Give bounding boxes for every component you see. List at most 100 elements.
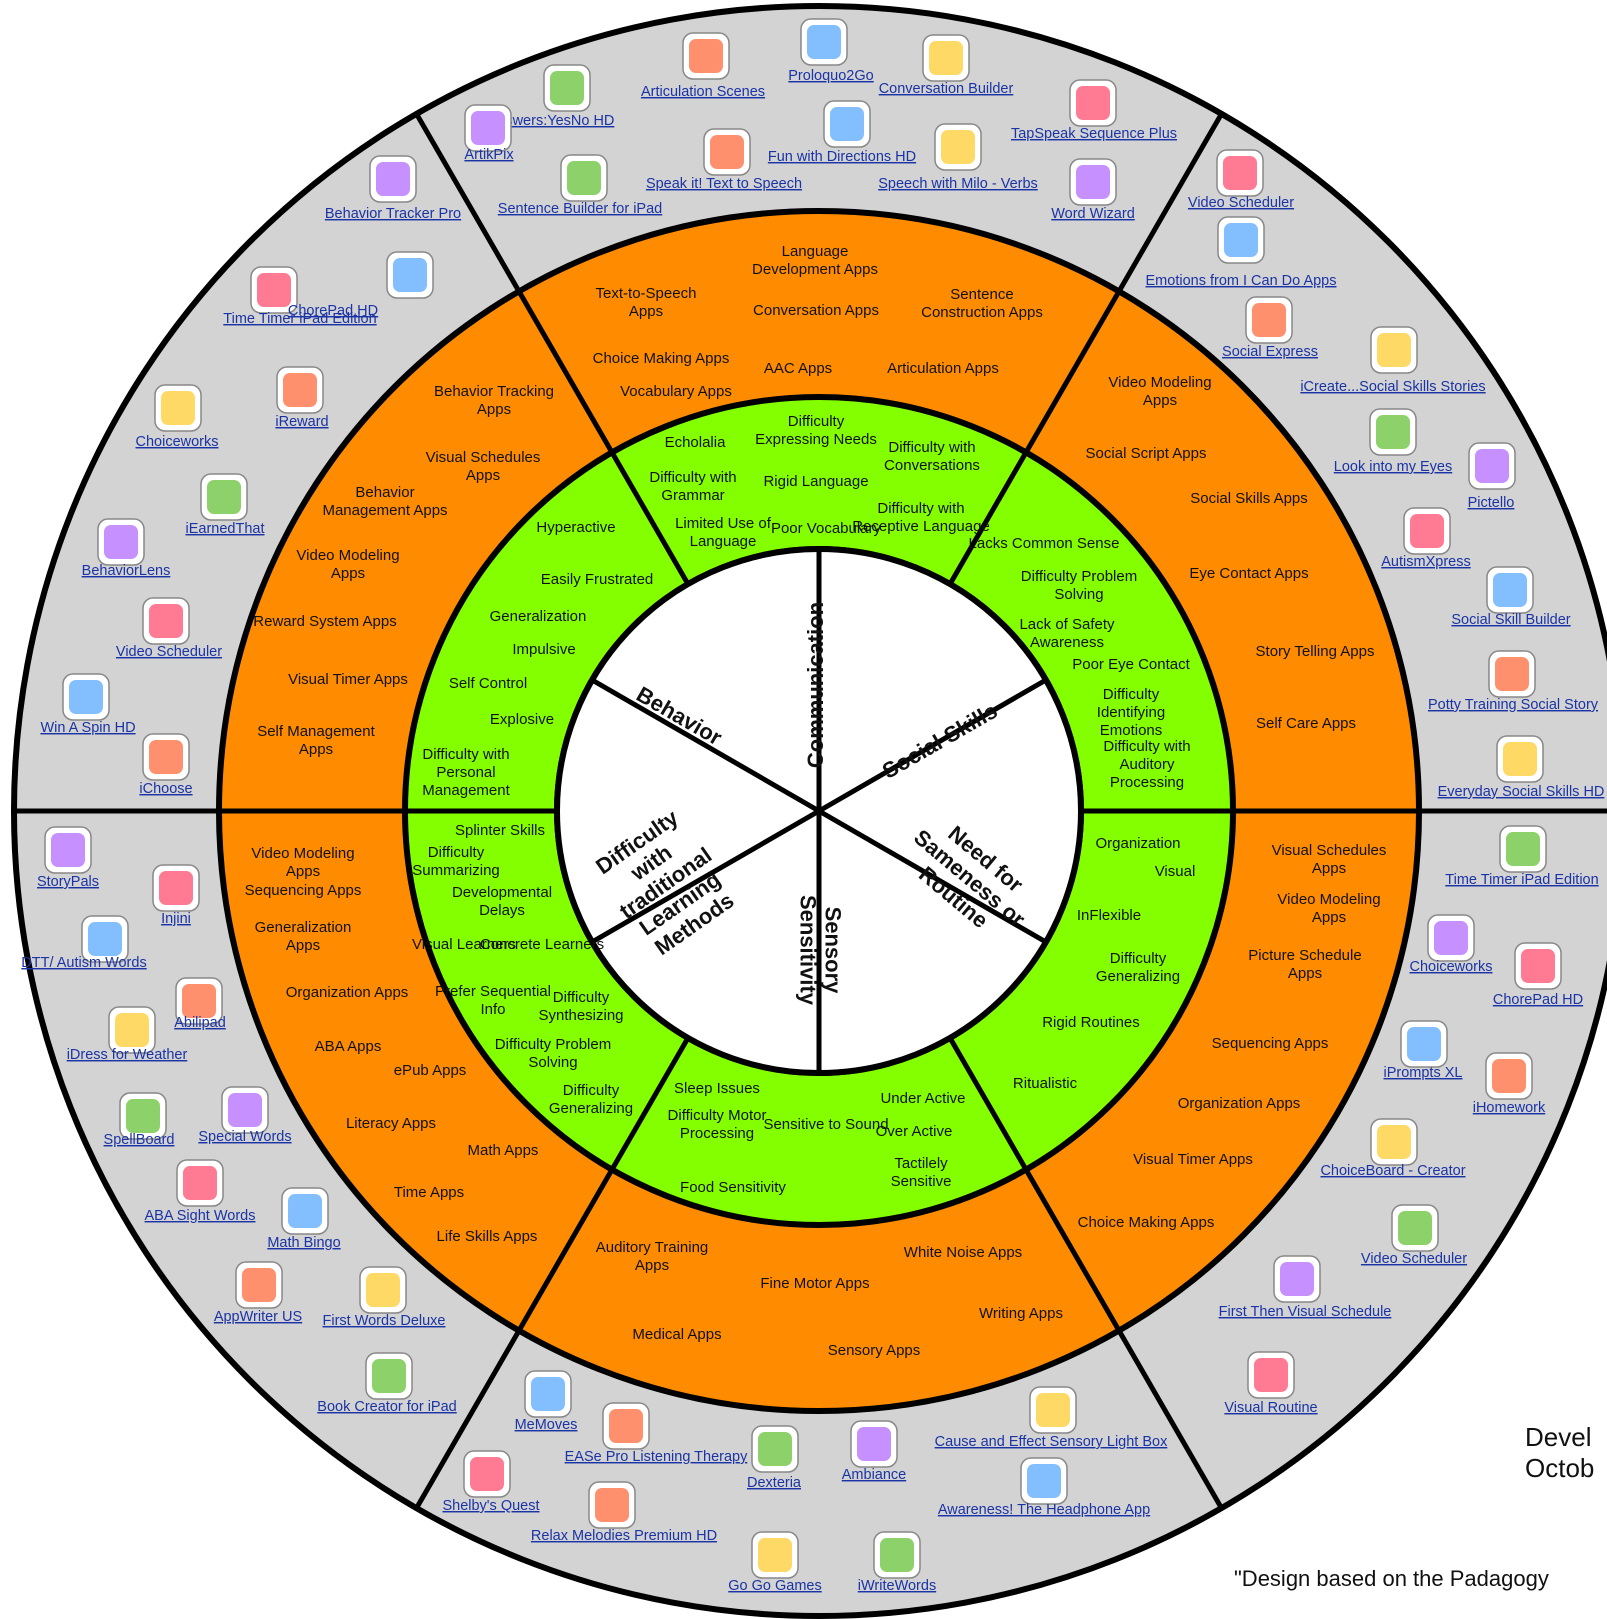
- app-speak-it-text-to-speech[interactable]: Speak it! Text to Speech: [646, 128, 802, 192]
- app-link-label[interactable]: Book Creator for iPad: [317, 1399, 456, 1415]
- app-link-label[interactable]: Social Express: [1222, 344, 1318, 360]
- app-ihomework[interactable]: iHomework: [1473, 1052, 1546, 1116]
- app-look-into-my-eyes[interactable]: Look into my Eyes: [1334, 408, 1452, 475]
- app-link-label[interactable]: Abilipad: [174, 1015, 226, 1031]
- app-conversation-builder[interactable]: Conversation Builder: [879, 34, 1014, 97]
- app-behaviorlens[interactable]: BehaviorLens: [82, 518, 171, 579]
- app-link-label[interactable]: ArtikPix: [464, 147, 514, 163]
- app-link-label[interactable]: iChoose: [139, 781, 192, 797]
- app-book-creator-for-ipad[interactable]: Book Creator for iPad: [317, 1352, 457, 1415]
- app-link-label[interactable]: iCreate...Social Skills Stories: [1300, 379, 1485, 395]
- app-video-scheduler[interactable]: Video Scheduler: [116, 597, 222, 660]
- app-link-label[interactable]: Pictello: [1468, 495, 1515, 511]
- app-cause-and-effect-sensory-light-box[interactable]: Cause and Effect Sensory Light Box: [935, 1386, 1168, 1450]
- app-storypals[interactable]: StoryPals: [37, 826, 99, 890]
- app-speech-with-milo-verbs[interactable]: Speech with Milo - Verbs: [878, 123, 1038, 192]
- app-link-label[interactable]: Relax Melodies Premium HD: [531, 1528, 717, 1544]
- app-first-words-deluxe[interactable]: First Words Deluxe: [322, 1266, 446, 1329]
- app-spellboard[interactable]: SpellBoard: [104, 1092, 175, 1148]
- app-link-label[interactable]: DTT/ Autism Words: [21, 955, 146, 971]
- app-special-words[interactable]: Special Words: [198, 1086, 292, 1145]
- app-dtt-autism-words[interactable]: DTT/ Autism Words: [21, 915, 147, 971]
- app-aba-sight-words[interactable]: ABA Sight Words: [145, 1159, 256, 1224]
- app-appwriter-us[interactable]: AppWriter US: [214, 1261, 302, 1325]
- app-link-label[interactable]: Awareness! The Headphone App: [938, 1502, 1150, 1518]
- app-link-label[interactable]: Video Scheduler: [1361, 1251, 1467, 1267]
- app-everyday-social-skills-hd[interactable]: Everyday Social Skills HD: [1438, 735, 1605, 800]
- app-answers-yesno-hd[interactable]: Answers:YesNo HD: [488, 64, 615, 129]
- app-word-wizard[interactable]: Word Wizard: [1051, 158, 1135, 222]
- app-artikpix[interactable]: ArtikPix: [464, 104, 514, 163]
- app-ichoose[interactable]: iChoose: [139, 733, 193, 797]
- app-video-scheduler[interactable]: Video Scheduler: [1188, 149, 1294, 211]
- app-iprompts-xl[interactable]: iPrompts XL: [1384, 1020, 1463, 1081]
- app-link-label[interactable]: Proloquo2Go: [788, 68, 873, 84]
- app-link-label[interactable]: First Then Visual Schedule: [1219, 1304, 1392, 1320]
- app-chorepad-hd[interactable]: ChorePad HD: [1493, 942, 1583, 1008]
- app-link-label[interactable]: Answers:YesNo HD: [488, 113, 615, 129]
- app-link-label[interactable]: Visual Routine: [1224, 1400, 1317, 1416]
- app-link-label[interactable]: ABA Sight Words: [145, 1208, 256, 1224]
- app-link-label[interactable]: Sentence Builder for iPad: [498, 201, 662, 217]
- app-link-label[interactable]: First Words Deluxe: [322, 1313, 445, 1329]
- app-link-label[interactable]: Choiceworks: [1410, 959, 1493, 975]
- app-social-express[interactable]: Social Express: [1222, 296, 1318, 360]
- app-potty-training-social-story[interactable]: Potty Training Social Story: [1428, 650, 1599, 713]
- app-ease-pro-listening-therapy[interactable]: EASe Pro Listening Therapy: [565, 1402, 748, 1465]
- app-emotions-from-i-can-do-apps[interactable]: Emotions from I Can Do Apps: [1146, 216, 1337, 289]
- app-link-label[interactable]: ChorePad HD: [288, 303, 378, 319]
- app-awareness-the-headphone-app[interactable]: Awareness! The Headphone App: [938, 1457, 1150, 1518]
- app-iwritewords[interactable]: iWriteWords: [858, 1531, 936, 1594]
- app-link-label[interactable]: Speech with Milo - Verbs: [878, 176, 1038, 192]
- app-link-label[interactable]: AppWriter US: [214, 1309, 302, 1325]
- app-link-label[interactable]: Injini: [161, 911, 191, 927]
- app-link-label[interactable]: ChoiceBoard - Creator: [1320, 1163, 1465, 1179]
- app-sentence-builder-for-ipad[interactable]: Sentence Builder for iPad: [498, 154, 662, 217]
- app-link-label[interactable]: TapSpeak Sequence Plus: [1011, 126, 1177, 142]
- app-shelby-s-quest[interactable]: Shelby's Quest: [442, 1450, 540, 1514]
- app-tapspeak-sequence-plus[interactable]: TapSpeak Sequence Plus: [1011, 79, 1177, 142]
- app-chorepad-hd[interactable]: ChorePad HD: [288, 251, 434, 319]
- app-link-label[interactable]: Dexteria: [747, 1475, 802, 1491]
- app-link-label[interactable]: Look into my Eyes: [1334, 459, 1452, 475]
- app-link-label[interactable]: Behavior Tracker Pro: [325, 206, 461, 222]
- app-math-bingo[interactable]: Math Bingo: [267, 1187, 341, 1251]
- app-dexteria[interactable]: Dexteria: [747, 1425, 802, 1491]
- app-link-label[interactable]: Ambiance: [842, 1467, 906, 1483]
- app-link-label[interactable]: StoryPals: [37, 874, 99, 890]
- app-visual-routine[interactable]: Visual Routine: [1224, 1351, 1318, 1416]
- app-link-label[interactable]: Go Go Games: [728, 1578, 821, 1594]
- app-ambiance[interactable]: Ambiance: [842, 1420, 906, 1483]
- app-link-label[interactable]: Shelby's Quest: [442, 1498, 539, 1514]
- app-link-label[interactable]: Win A Spin HD: [40, 720, 135, 736]
- app-link-label[interactable]: Special Words: [198, 1129, 291, 1145]
- app-link-label[interactable]: iHomework: [1473, 1100, 1546, 1116]
- app-fun-with-directions-hd[interactable]: Fun with Directions HD: [768, 100, 916, 165]
- app-link-label[interactable]: Time Timer iPad Edition: [223, 311, 376, 327]
- app-link-label[interactable]: SpellBoard: [104, 1132, 175, 1148]
- app-link-label[interactable]: Video Scheduler: [1188, 195, 1294, 211]
- app-time-timer-ipad-edition[interactable]: Time Timer iPad Edition: [223, 266, 377, 327]
- app-go-go-games[interactable]: Go Go Games: [728, 1531, 822, 1594]
- app-icreate-social-skills-stories[interactable]: iCreate...Social Skills Stories: [1300, 326, 1486, 395]
- app-link-label[interactable]: Choiceworks: [136, 434, 219, 450]
- app-time-timer-ipad-edition[interactable]: Time Timer iPad Edition: [1445, 825, 1599, 888]
- app-behavior-tracker-pro[interactable]: Behavior Tracker Pro: [325, 155, 461, 222]
- app-link-label[interactable]: Speak it! Text to Speech: [646, 176, 802, 192]
- app-idress-for-weather[interactable]: iDress for Weather: [67, 1006, 188, 1063]
- app-link-label[interactable]: Word Wizard: [1051, 206, 1135, 222]
- app-link-label[interactable]: Fun with Directions HD: [768, 149, 916, 165]
- app-link-label[interactable]: Social Skill Builder: [1451, 612, 1570, 628]
- app-link-label[interactable]: EASe Pro Listening Therapy: [565, 1449, 748, 1465]
- app-link-label[interactable]: Video Scheduler: [116, 644, 222, 660]
- app-link-label[interactable]: iDress for Weather: [67, 1047, 188, 1063]
- app-link-label[interactable]: Time Timer iPad Edition: [1445, 872, 1598, 888]
- app-choiceworks[interactable]: Choiceworks: [136, 384, 219, 450]
- app-iearnedthat[interactable]: iEarnedThat: [186, 473, 265, 537]
- app-link-label[interactable]: BehaviorLens: [82, 563, 171, 579]
- app-autismxpress[interactable]: AutismXpress: [1381, 507, 1471, 570]
- app-link-label[interactable]: iReward: [275, 414, 328, 430]
- app-link-label[interactable]: iPrompts XL: [1384, 1065, 1463, 1081]
- app-injini[interactable]: Injini: [152, 864, 200, 927]
- app-memoves[interactable]: MeMoves: [515, 1370, 578, 1433]
